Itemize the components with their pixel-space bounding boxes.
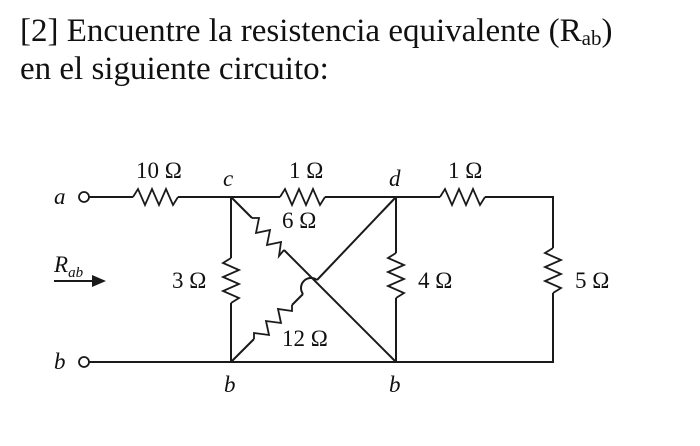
wire-6ohm-to-b-right: [283, 249, 397, 363]
rab-subscript: ab: [581, 26, 602, 50]
wire-c-to-6ohm: [230, 196, 253, 219]
resistor-4-ohm: [385, 252, 407, 299]
terminal-a-label: a: [54, 184, 66, 209]
resistor-1-ohm-cd: [279, 186, 326, 208]
problem-statement: [2] Encuentre la resistencia equivalente…: [20, 12, 680, 88]
node-c-label: c: [223, 166, 233, 191]
rab-arrow-head: [92, 275, 106, 287]
problem-line-1-text: [2] Encuentre la resistencia equivalente…: [20, 13, 582, 49]
problem-line-1: [2] Encuentre la resistencia equivalente…: [20, 12, 680, 50]
resistor-10-ohm: [132, 186, 179, 208]
terminal-b: [78, 356, 90, 368]
resistor-3-ohm: [220, 257, 242, 304]
wire-top-right-corner: [485, 196, 554, 248]
label-4-ohm: 4 Ω: [418, 268, 452, 293]
wire-hop-to-d: [316, 196, 397, 281]
node-b-left-label: b: [224, 372, 236, 397]
label-1-ohm-cd: 1 Ω: [289, 158, 323, 183]
wire-5ohm-to-bottom: [396, 293, 554, 363]
node-b-right-label: b: [389, 372, 401, 397]
label-5-ohm: 5 Ω: [575, 268, 609, 293]
node-d-label: d: [389, 166, 401, 191]
wire-12ohm-to-hop: [291, 293, 304, 306]
terminal-a: [78, 191, 90, 203]
problem-line-2: en el siguiente circuito:: [20, 51, 329, 87]
label-6-ohm: 6 Ω: [282, 208, 316, 233]
rab-label-main: R: [53, 252, 68, 277]
wire-b-to-12ohm: [230, 338, 255, 363]
resistor-6-ohm: [252, 217, 285, 260]
wire-crossover-hop: [300, 277, 318, 295]
terminal-b-label: b: [54, 349, 66, 374]
resistor-5-ohm: [542, 247, 564, 294]
label-1-ohm-right: 1 Ω: [448, 158, 482, 183]
rab-label: Rab: [53, 252, 84, 281]
label-10-ohm: 10 Ω: [136, 158, 182, 183]
label-12-ohm: 12 Ω: [282, 326, 328, 351]
resistor-1-ohm-right: [439, 186, 486, 208]
rab-label-sub: ab: [68, 265, 84, 281]
resistor-12-ohm: [253, 305, 293, 339]
label-3-ohm: 3 Ω: [172, 268, 206, 293]
problem-line-1-close: ): [601, 13, 613, 49]
